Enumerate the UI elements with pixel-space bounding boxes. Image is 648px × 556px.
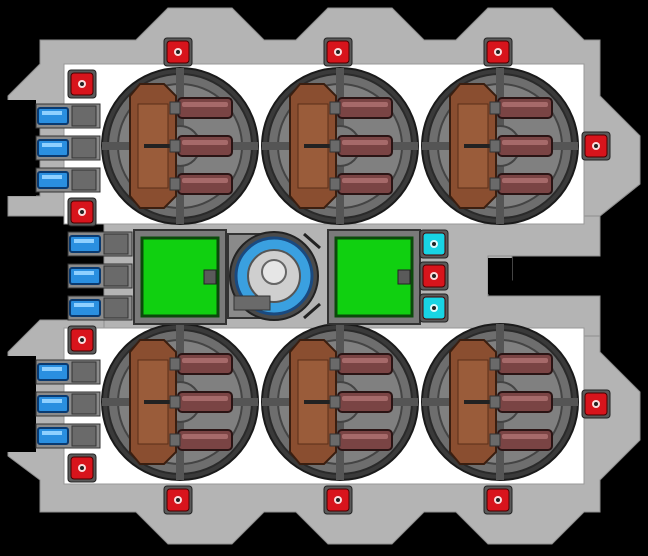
thruster-pod-top-1[interactable]	[101, 67, 259, 225]
module-cylinder	[489, 353, 553, 375]
module-cylinder	[169, 97, 233, 119]
door-red-8[interactable]	[67, 325, 97, 355]
module-cylinder	[169, 391, 233, 413]
module-cylinder	[489, 429, 553, 451]
engine-1	[35, 103, 101, 129]
module-cylinder	[329, 391, 393, 413]
door-red-6[interactable]	[581, 131, 611, 161]
module-cylinder	[329, 173, 393, 195]
thruster-pod-top-3[interactable]	[421, 67, 579, 225]
door-red-3[interactable]	[483, 37, 513, 67]
engine-2	[35, 135, 101, 161]
engine-4	[67, 231, 133, 257]
module-cylinder	[169, 429, 233, 451]
engine-6	[67, 295, 133, 321]
engine-9	[35, 423, 101, 449]
door-red-2[interactable]	[323, 37, 353, 67]
green-panel-right[interactable]	[327, 229, 421, 325]
door-red-13[interactable]	[483, 485, 513, 515]
module-cylinder	[489, 391, 553, 413]
module-cylinder	[489, 97, 553, 119]
module-cylinder	[169, 353, 233, 375]
thruster-pod-bottom-3[interactable]	[421, 323, 579, 481]
reactor-core[interactable]	[227, 231, 321, 321]
engine-3	[35, 167, 101, 193]
module-cylinder	[329, 135, 393, 157]
engine-5	[67, 263, 133, 289]
thruster-pod-top-2[interactable]	[261, 67, 419, 225]
module-cylinder	[169, 135, 233, 157]
module-cylinder	[329, 97, 393, 119]
door-red-1[interactable]	[163, 37, 193, 67]
engine-7	[35, 359, 101, 385]
door-red-5[interactable]	[67, 197, 97, 227]
module-cylinder	[169, 173, 233, 195]
thruster-pod-bottom-1[interactable]	[101, 323, 259, 481]
door-cyan-1[interactable]	[419, 229, 449, 259]
door-red-10[interactable]	[581, 389, 611, 419]
door-red-4[interactable]	[67, 69, 97, 99]
door-red-11[interactable]	[163, 485, 193, 515]
module-cylinder	[329, 353, 393, 375]
door-red-9[interactable]	[67, 453, 97, 483]
module-cylinder	[489, 135, 553, 157]
module-cylinder	[329, 429, 393, 451]
green-panel-left[interactable]	[133, 229, 227, 325]
door-red-7[interactable]	[419, 261, 449, 291]
thruster-pod-bottom-2[interactable]	[261, 323, 419, 481]
door-cyan-2[interactable]	[419, 293, 449, 323]
engine-8	[35, 391, 101, 417]
door-red-12[interactable]	[323, 485, 353, 515]
module-cylinder	[489, 173, 553, 195]
